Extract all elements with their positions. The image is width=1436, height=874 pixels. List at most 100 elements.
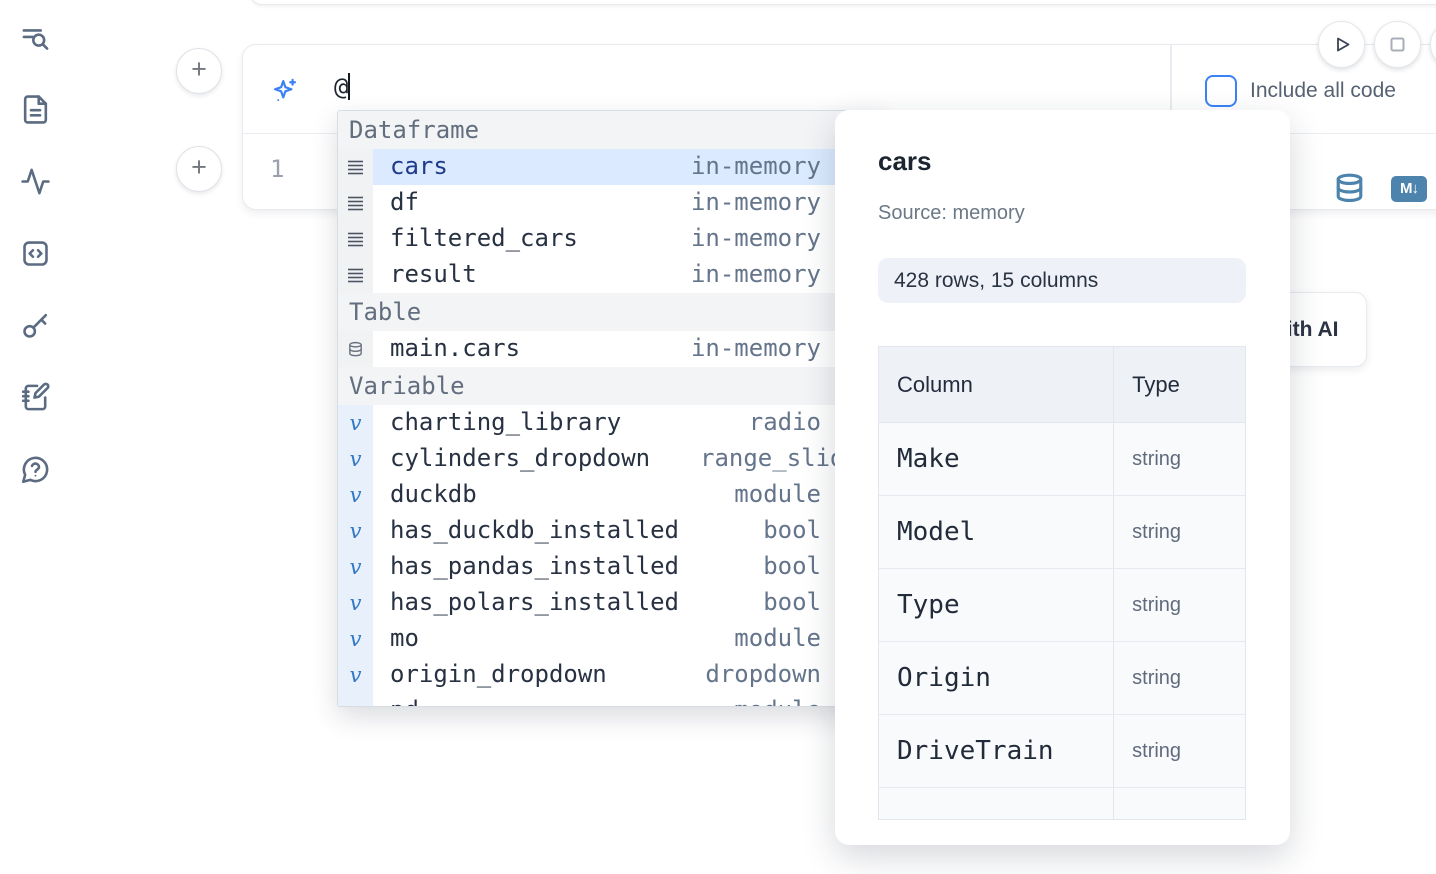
schema-column-name: Model: [879, 495, 1114, 569]
add-cell-above-button[interactable]: +: [176, 48, 222, 94]
dataframe-lines-icon: [348, 196, 363, 210]
stop-button[interactable]: [1374, 21, 1421, 68]
item-detail: bool: [763, 516, 821, 544]
file-document-icon[interactable]: [20, 94, 51, 125]
item-name: duckdb: [390, 480, 477, 508]
dataframe-lines-icon: [348, 160, 363, 174]
autocomplete-item-has-polars-installed[interactable]: v has_polars_installed bool: [338, 585, 884, 621]
dataframe-lines-icon: [348, 232, 363, 246]
previous-cell-edge: [250, 0, 1436, 5]
sparkles-icon: [271, 77, 299, 105]
variable-icon: v: [338, 693, 373, 706]
key-icon[interactable]: [20, 310, 51, 341]
item-detail: bool: [763, 588, 821, 616]
autocomplete-section-header: Variable: [338, 367, 884, 405]
schema-column-type: string: [1113, 641, 1245, 715]
item-name: main.cars: [390, 334, 521, 362]
autocomplete-item-result[interactable]: result in-memory: [338, 257, 884, 293]
item-name: result: [390, 260, 477, 288]
markdown-icon[interactable]: M↓: [1391, 175, 1427, 202]
item-name: cylinders_dropdown: [390, 444, 651, 472]
schema-header-type: Type: [1113, 347, 1245, 423]
dataframe-preview-panel: cars Source: memory 428 rows, 15 columns…: [835, 110, 1290, 845]
item-name: charting_library: [390, 408, 622, 436]
autocomplete-item-filtered-cars[interactable]: filtered_cars in-memory: [338, 221, 884, 257]
variable-icon: v: [338, 477, 373, 513]
text-cursor: [348, 73, 351, 100]
variable-icon: v: [338, 441, 373, 477]
autocomplete-section-header: Table: [338, 293, 884, 331]
item-name: mo: [390, 624, 419, 652]
notebook-pen-icon[interactable]: [20, 382, 51, 413]
item-name: cars: [390, 152, 448, 180]
code-snippets-icon[interactable]: [20, 238, 51, 269]
variable-v-icon: v: [349, 518, 362, 543]
preview-source: Source: memory: [878, 202, 1025, 224]
item-detail: radio: [748, 408, 821, 436]
dataframe-icon: [338, 185, 373, 221]
item-detail: in-memory: [690, 224, 821, 252]
shape-badge: 428 rows, 15 columns: [878, 258, 1246, 303]
item-detail: dropdown: [705, 660, 821, 688]
search-text-icon[interactable]: [20, 24, 51, 55]
dataframe-lines-icon: [348, 268, 363, 282]
schema-column-type: string: [1113, 495, 1245, 569]
help-chat-icon[interactable]: [20, 454, 51, 485]
preview-title: cars: [878, 146, 932, 176]
autocomplete-section-header: Dataframe: [338, 111, 884, 149]
autocomplete-item-pd[interactable]: vpdmodule: [338, 693, 884, 706]
table-icon: [338, 331, 373, 367]
divider: [1170, 45, 1172, 133]
schema-header-column: Column: [879, 347, 1114, 423]
variable-v-icon: v: [349, 590, 362, 615]
variable-v-icon: v: [350, 700, 362, 706]
variable-v-icon: v: [349, 662, 362, 687]
item-detail: module: [734, 480, 821, 508]
variable-v-icon: v: [349, 482, 362, 507]
schema-column-name: Type: [879, 568, 1114, 642]
item-detail: in-memory: [690, 188, 821, 216]
dataframe-icon: [338, 221, 373, 257]
variable-icon: v: [338, 513, 373, 549]
sidebar: [0, 0, 70, 874]
add-cell-below-button[interactable]: +: [176, 146, 222, 192]
item-detail: bool: [763, 552, 821, 580]
item-name: has_pandas_installed: [390, 552, 679, 580]
run-all-button[interactable]: [1318, 21, 1365, 68]
variable-icon: v: [338, 621, 373, 657]
variable-v-icon: v: [349, 554, 362, 579]
prompt-value: @: [334, 73, 349, 101]
item-name: filtered_cars: [390, 224, 578, 252]
database-icon[interactable]: [1333, 172, 1366, 205]
variable-icon: v: [338, 585, 373, 621]
schema-column-type: string: [1113, 568, 1245, 642]
code-editor[interactable]: 1: [243, 134, 1436, 209]
include-all-code-label: Include all code: [1250, 79, 1396, 102]
autocomplete-item-duckdb[interactable]: v duckdb module: [338, 477, 884, 513]
item-name: has_polars_installed: [390, 588, 679, 616]
schema-column-type: string: [1113, 422, 1245, 496]
activity-icon[interactable]: [20, 166, 51, 197]
include-all-code-checkbox[interactable]: [1205, 75, 1237, 107]
dataframe-icon: [338, 257, 373, 293]
autocomplete-item-has-pandas-installed[interactable]: v has_pandas_installed bool: [338, 549, 884, 585]
ai-prompt-input[interactable]: @: [334, 73, 351, 101]
schema-column-type: string: [1113, 714, 1245, 788]
line-number: 1: [270, 155, 285, 183]
dataframe-icon: [338, 149, 373, 185]
item-detail: in-memory: [690, 260, 821, 288]
